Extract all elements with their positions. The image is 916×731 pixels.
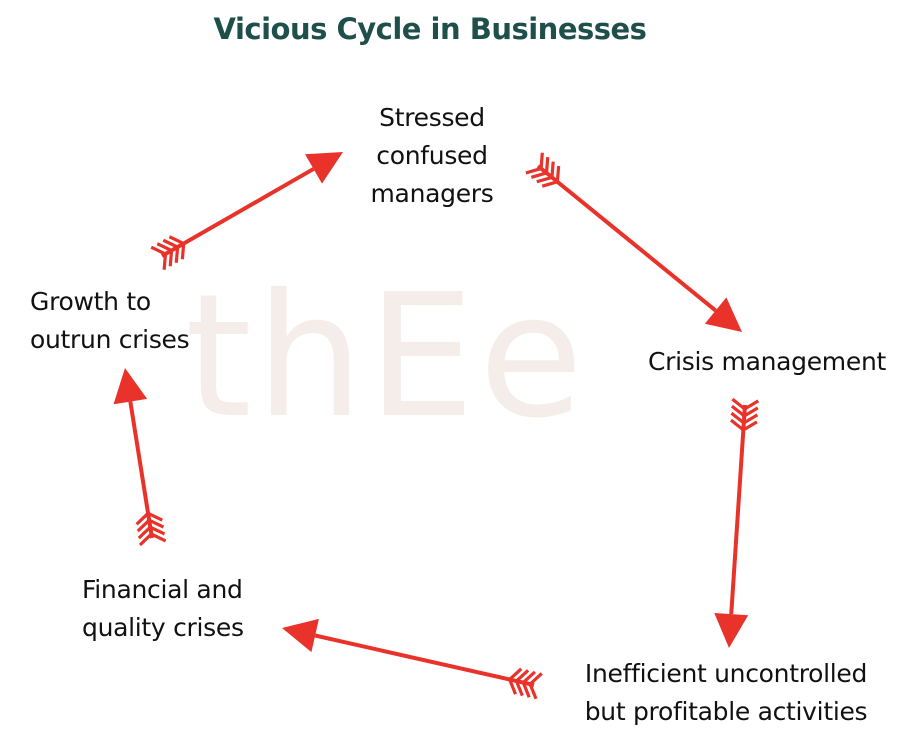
node-financial-quality-crises: Financial and quality crises (82, 571, 244, 647)
node-line: quality crises (82, 613, 244, 642)
diagram-title: Vicious Cycle in Businesses (213, 12, 647, 46)
arrow-fletching (138, 532, 167, 547)
arrow-growth-to-stressed (150, 152, 343, 270)
arrow-shaft (128, 401, 154, 539)
arrow-head (305, 152, 343, 184)
arrow-fletching (730, 411, 759, 425)
arrow-head (714, 612, 749, 648)
arrow-head (282, 618, 319, 653)
arrow-shaft (729, 404, 747, 615)
node-line: Growth to (30, 287, 151, 316)
arrow-fletching (521, 670, 536, 698)
arrow-fletching (530, 157, 550, 179)
watermark-logo: thEe (185, 258, 588, 456)
node-line: but profitable activities (584, 697, 868, 726)
arrow-financial-to-growth (113, 368, 167, 547)
arrow-stressed-to-crisis (525, 152, 742, 332)
arrow-fletching (162, 238, 180, 263)
node-crisis-management: Crisis management (648, 343, 886, 381)
node-stressed-managers: Stressed confused managers (364, 99, 500, 213)
arrow-fletching (507, 667, 523, 695)
arrow-fletching (137, 525, 166, 540)
node-line: Inefficient uncontrolled (584, 659, 868, 688)
node-line: Crisis management (648, 347, 886, 376)
arrow-fletching (541, 165, 561, 188)
arrow-shaft (161, 167, 315, 258)
node-line: managers (370, 179, 494, 208)
arrow-crisis-to-inefficient (714, 397, 760, 648)
arrow-fletching (136, 518, 165, 533)
arrow-fletching (528, 672, 543, 700)
arrow-fletching (168, 235, 186, 260)
arrow-fletching (156, 242, 174, 267)
arrow-fletching (731, 397, 760, 411)
arrow-head (113, 368, 148, 405)
arrow-fletching (135, 511, 164, 526)
arrow-fletching (525, 152, 544, 175)
node-line: confused (376, 141, 488, 170)
arrow-fletching (536, 161, 555, 184)
node-inefficient-activities: Inefficient uncontrolled but profitable … (561, 655, 891, 731)
node-growth-outrun-crises: Growth to outrun crises (30, 283, 190, 359)
node-line: Financial and (82, 575, 243, 604)
arrow-inefficient-to-financial (282, 618, 543, 700)
arrow-shaft (314, 633, 535, 687)
arrow-shaft (536, 164, 717, 313)
arrow-fletching (514, 669, 530, 697)
arrow-fletching (729, 418, 758, 432)
arrow-fletching (150, 245, 168, 270)
node-line: outrun crises (30, 325, 190, 354)
arrow-fletching (730, 404, 759, 418)
arrow-head (704, 297, 742, 332)
node-line: Stressed (379, 103, 485, 132)
